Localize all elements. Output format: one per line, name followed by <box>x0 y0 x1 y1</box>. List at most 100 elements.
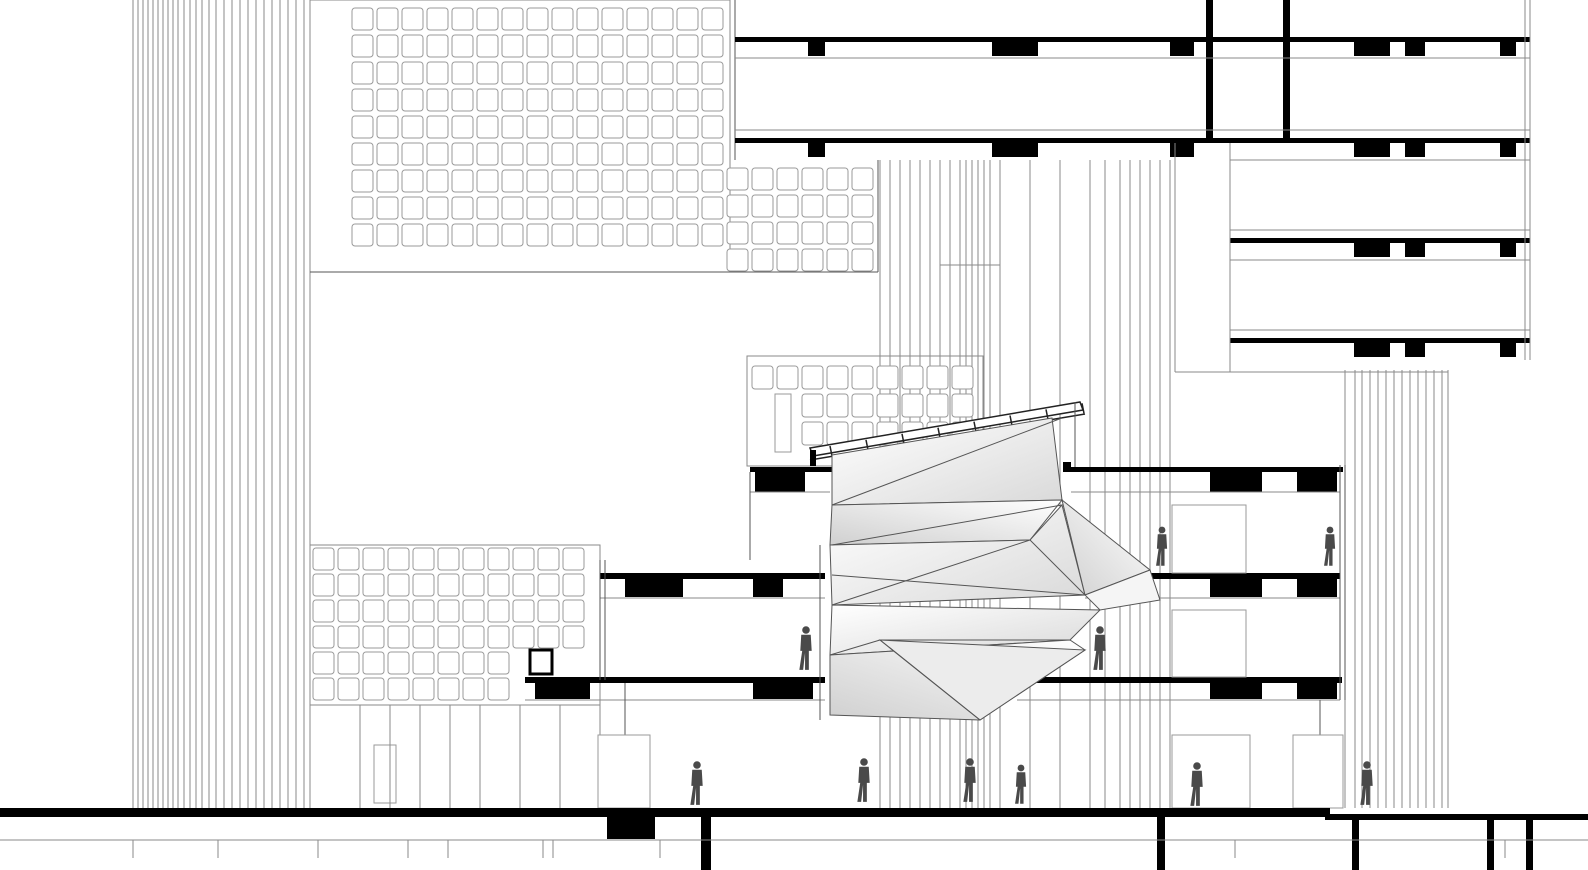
lower-left-grid-facade <box>309 544 601 808</box>
grid-panel <box>562 599 585 623</box>
grid-panel <box>551 223 574 247</box>
grid-panel <box>476 34 499 58</box>
grid-panel <box>312 651 335 675</box>
grid-panel <box>851 194 874 218</box>
grid-panel <box>726 248 749 272</box>
grid-panel <box>701 142 724 166</box>
grid-panel <box>487 677 510 701</box>
grid-panel <box>576 223 599 247</box>
grid-panel <box>487 547 510 571</box>
grid-panel <box>401 61 424 85</box>
grid-panel <box>651 223 674 247</box>
slab <box>1063 467 1343 472</box>
grid-panel <box>537 547 560 571</box>
floor-slab <box>1230 338 1530 343</box>
facet-edge <box>829 639 881 656</box>
grid-panel <box>387 599 410 623</box>
grid-panel <box>601 115 624 139</box>
beam <box>1405 243 1425 257</box>
grid-panel <box>362 573 385 597</box>
grid-panel <box>701 196 724 220</box>
person-silhouette <box>1015 764 1027 804</box>
grid-panel <box>426 34 449 58</box>
grid-panel <box>676 115 699 139</box>
grid-panel <box>876 393 899 418</box>
grid-panel <box>451 7 474 31</box>
grid-panel <box>901 365 924 390</box>
ground-and-foundations <box>0 808 1588 870</box>
grid-panel <box>776 167 799 191</box>
beam <box>1354 343 1390 357</box>
grid-panel <box>462 677 485 701</box>
grid-panel <box>387 573 410 597</box>
grid-panel <box>776 194 799 218</box>
grid-panel <box>312 677 335 701</box>
grid-panel <box>476 196 499 220</box>
grid-panel <box>562 625 585 649</box>
beam <box>1210 579 1262 597</box>
skylight-mullion <box>865 439 869 451</box>
beam <box>755 472 805 492</box>
slab <box>600 573 825 579</box>
grid-panel <box>526 88 549 112</box>
grid-panel <box>351 169 374 193</box>
skylight-mullion <box>973 421 977 432</box>
grid-panel <box>426 61 449 85</box>
grid-panel <box>701 61 724 85</box>
grid-panel <box>576 196 599 220</box>
grid-panel <box>451 88 474 112</box>
grid-panel <box>801 421 824 446</box>
grid-panel <box>651 88 674 112</box>
foundation-pile <box>701 817 711 870</box>
grid-panel <box>376 115 399 139</box>
grid-panel <box>526 115 549 139</box>
grid-panel <box>476 115 499 139</box>
floor-slab <box>735 37 1530 42</box>
grid-panel <box>626 34 649 58</box>
grid-panel <box>726 167 749 191</box>
grid-panel <box>451 61 474 85</box>
grid-panel <box>701 169 724 193</box>
grid-panel <box>551 115 574 139</box>
grid-panel <box>351 61 374 85</box>
person-silhouette <box>1190 762 1203 806</box>
grid-panel <box>387 677 410 701</box>
grid-panel <box>576 115 599 139</box>
grid-panel <box>701 7 724 31</box>
grid-panel <box>851 365 874 390</box>
grid-panel <box>751 167 774 191</box>
door <box>373 744 397 804</box>
grid-panel <box>751 365 774 390</box>
person-body <box>799 634 812 670</box>
grid-panel <box>337 599 360 623</box>
person-body <box>1190 770 1203 806</box>
grid-panel <box>476 88 499 112</box>
grid-panel <box>337 625 360 649</box>
grid-panel <box>426 142 449 166</box>
slab <box>1017 677 1342 683</box>
grid-panel <box>576 142 599 166</box>
beam <box>1500 343 1516 357</box>
person-silhouette <box>963 758 976 802</box>
upper-right-building-floors <box>734 0 1531 372</box>
grid-panel <box>501 169 524 193</box>
grid-panel <box>512 625 535 649</box>
grid-panel <box>651 34 674 58</box>
grid-panel <box>426 7 449 31</box>
foundation-pile <box>1157 817 1165 870</box>
grid-panel <box>526 142 549 166</box>
person-silhouette <box>1324 526 1336 566</box>
beam <box>753 579 783 597</box>
slab <box>750 467 832 472</box>
grid-panel <box>501 196 524 220</box>
grid-panel <box>651 115 674 139</box>
grid-panel <box>801 167 824 191</box>
beam <box>1354 243 1390 257</box>
grid-panel <box>626 169 649 193</box>
ground-slab <box>0 808 1330 817</box>
grid-panel <box>501 223 524 247</box>
person-head <box>1363 761 1371 769</box>
grid-panel <box>626 61 649 85</box>
grid-panel <box>437 651 460 675</box>
grid-panel <box>576 34 599 58</box>
